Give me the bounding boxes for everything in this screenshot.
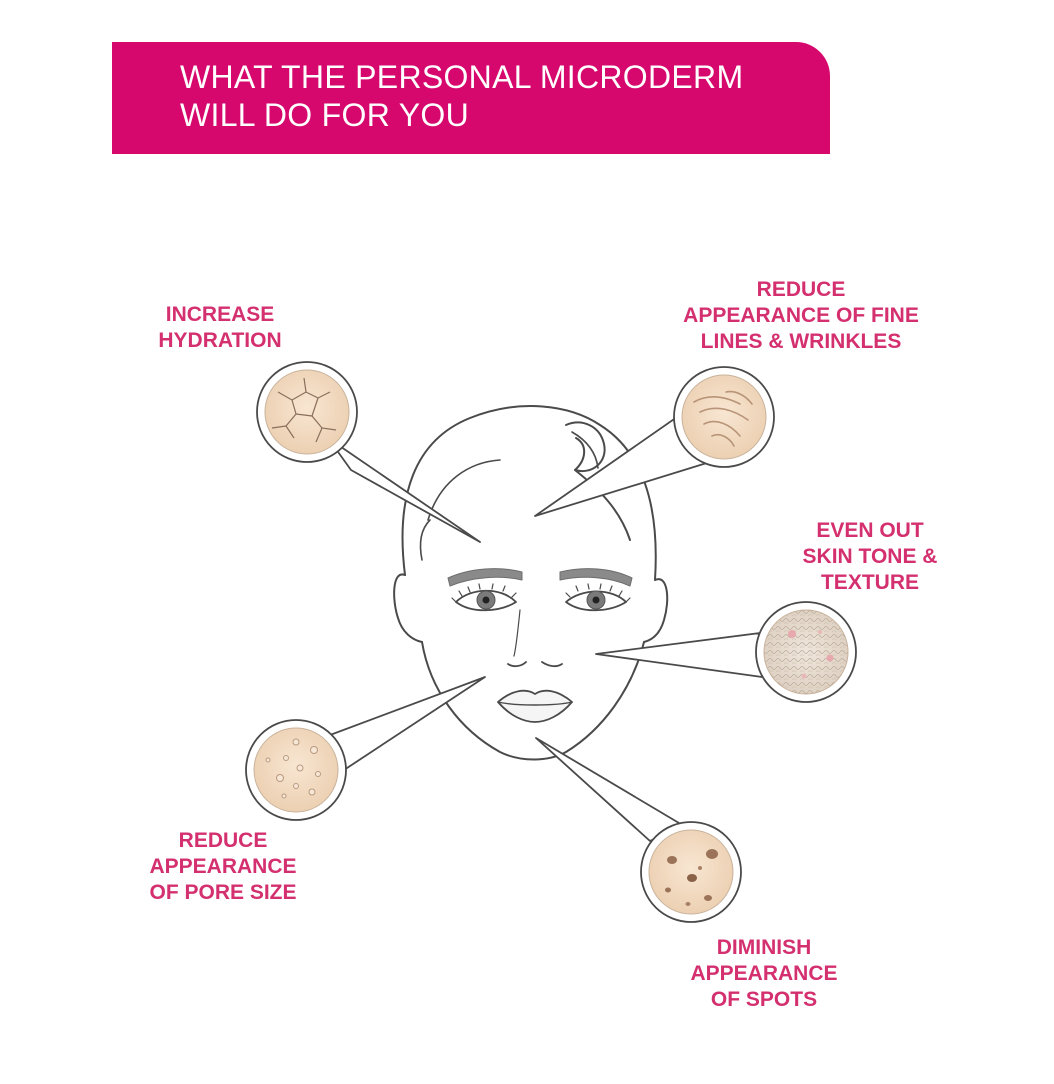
skin-circle-wrinkles bbox=[673, 366, 775, 468]
label-spots: DIMINISH APPEARANCE OF SPOTS bbox=[690, 936, 838, 1011]
eyebrow-left bbox=[447, 568, 523, 587]
cracked-skin-icon bbox=[271, 377, 337, 443]
ear-left bbox=[393, 573, 423, 643]
ear-right bbox=[643, 578, 669, 643]
hair-swoop bbox=[565, 421, 606, 473]
label-fine-lines-wrinkles: REDUCE APPEARANCE OF FINE LINES & WRINKL… bbox=[683, 278, 919, 353]
skin-circle-hydration bbox=[256, 361, 358, 463]
header-banner: WHAT THE PERSONAL MICRODERM WILL DO FOR … bbox=[112, 42, 830, 154]
skin-circle-spots bbox=[640, 821, 742, 923]
label-skin-tone-texture: EVEN OUT SKIN TONE & TEXTURE bbox=[802, 519, 938, 594]
pointer-pores bbox=[321, 676, 486, 771]
banner-title-line-1: WHAT THE PERSONAL MICRODERM bbox=[180, 59, 744, 95]
pointer-spots bbox=[535, 737, 685, 842]
eyebrow-right bbox=[559, 568, 633, 587]
uneven-tone-icon bbox=[788, 630, 834, 679]
banner-title-line-2: WILL DO FOR YOU bbox=[180, 97, 469, 133]
label-increase-hydration: INCREASE HYDRATION bbox=[158, 303, 282, 352]
skin-circle-skin-tone bbox=[755, 601, 857, 703]
pores-icon bbox=[265, 738, 321, 799]
nose bbox=[507, 661, 563, 668]
head-outline bbox=[401, 405, 657, 581]
pointer-skin-tone bbox=[595, 632, 763, 678]
label-pore-size: REDUCE APPEARANCE OF PORE SIZE bbox=[149, 829, 297, 904]
pointer-hydration bbox=[327, 437, 481, 543]
fine-lines-icon bbox=[693, 390, 753, 447]
lips bbox=[497, 689, 573, 723]
skin-circle-pores bbox=[245, 719, 347, 821]
callout-pointers bbox=[321, 407, 763, 842]
eye-left bbox=[455, 589, 517, 612]
dark-spots-icon bbox=[665, 849, 718, 906]
face-illustration bbox=[393, 405, 669, 761]
